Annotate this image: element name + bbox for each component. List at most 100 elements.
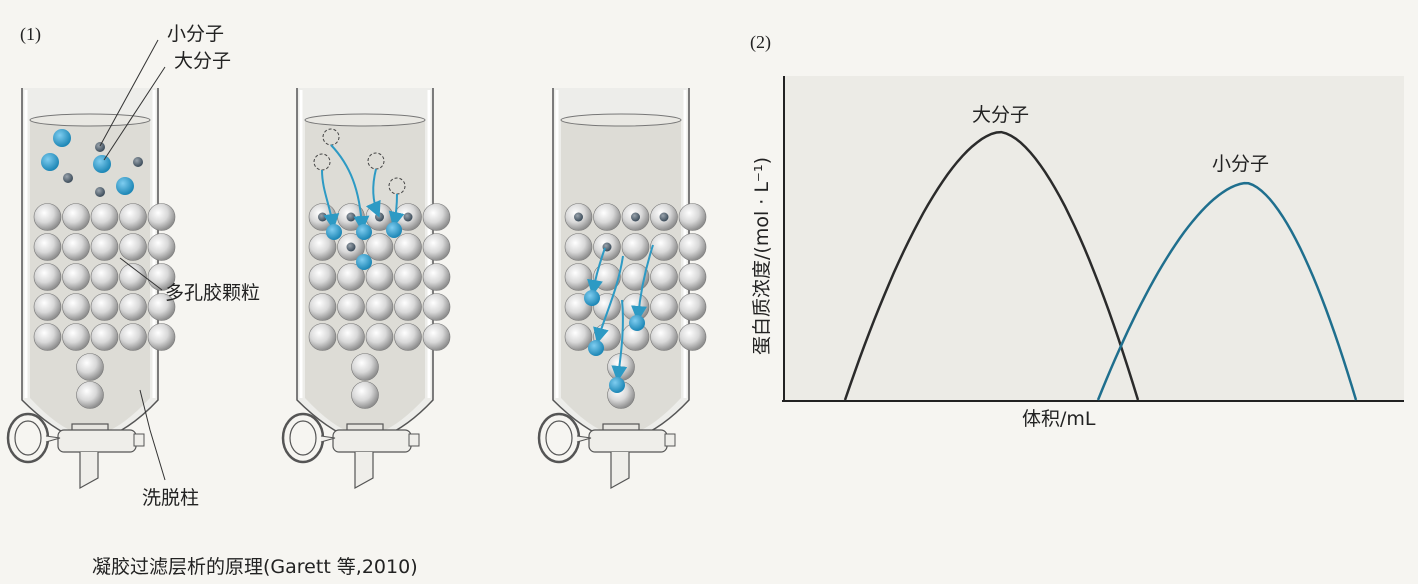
- gel-bead: [365, 323, 394, 351]
- trapped-small-molecule: [346, 212, 356, 222]
- small-molecule: [95, 187, 105, 197]
- large-molecule: [609, 377, 625, 393]
- column-label: 洗脱柱: [142, 487, 199, 509]
- gel-bead: [422, 293, 451, 321]
- panel-2-label: (2): [750, 32, 771, 53]
- path-arrow: [365, 168, 381, 218]
- gel-bead: [308, 263, 337, 291]
- gel-bead: [422, 203, 451, 231]
- gel-bead-leader: [119, 257, 163, 291]
- gel-bead: [564, 233, 593, 261]
- large-molecule: [326, 224, 342, 240]
- column-2: [281, 88, 451, 490]
- gel-bead: [394, 293, 422, 321]
- gel-bead: [147, 263, 176, 291]
- gel-bead: [337, 323, 365, 351]
- outlet-tip: [354, 452, 374, 490]
- gel-bead: [394, 233, 422, 261]
- outlet-tip: [79, 452, 99, 490]
- gel-bead: [365, 293, 394, 321]
- gel-bead: [678, 233, 707, 261]
- stopcock-cap: [664, 433, 676, 447]
- trapped-small-molecule: [346, 242, 356, 252]
- gel-bead: [351, 381, 379, 409]
- gel-bead: [119, 323, 147, 351]
- gel-bead: [650, 233, 678, 261]
- trapped-small-molecule: [375, 212, 384, 222]
- large-molecule-leader: [103, 66, 166, 161]
- peak-label-large: 大分子: [972, 104, 1029, 126]
- large-molecule: [93, 155, 111, 173]
- trapped-small-molecule: [403, 212, 413, 222]
- large-molecule: [116, 177, 134, 195]
- buffer-liquid: [30, 116, 150, 434]
- gel-bead: [62, 203, 90, 231]
- gel-bead: [33, 233, 62, 261]
- gel-bead: [650, 323, 678, 351]
- gel-bead: [422, 233, 451, 261]
- gel-bead: [678, 323, 707, 351]
- gel-bead: [62, 323, 90, 351]
- gel-bead: [33, 263, 62, 291]
- stopcock-handle-inner: [545, 420, 573, 456]
- gel-bead-label: 多孔胶颗粒: [165, 282, 260, 304]
- gel-bead: [394, 263, 422, 291]
- path-arrow: [388, 193, 405, 228]
- stopcock-handle-inner: [14, 420, 42, 456]
- gel-bead: [365, 263, 394, 291]
- liquid-surface: [560, 113, 682, 127]
- liquid-surface: [304, 113, 426, 127]
- gel-bead: [119, 263, 147, 291]
- stopcock-stem: [576, 435, 592, 443]
- gel-bead: [337, 263, 365, 291]
- small-molecule: [95, 142, 105, 152]
- gel-bead: [621, 233, 650, 261]
- gel-bead: [62, 293, 90, 321]
- path-arrow: [330, 144, 370, 232]
- large-molecule: [356, 254, 372, 270]
- path-arrow: [593, 255, 624, 344]
- gel-bead: [564, 263, 593, 291]
- trapped-small-molecule: [631, 212, 640, 222]
- path-arrow: [611, 299, 628, 382]
- outlet-tip: [610, 452, 630, 490]
- gel-bead: [90, 263, 119, 291]
- gel-bead: [33, 323, 62, 351]
- large-molecule: [53, 129, 71, 147]
- gel-bead: [147, 233, 176, 261]
- stopcock-stem: [320, 435, 336, 443]
- gel-bead: [62, 263, 90, 291]
- gel-bead: [650, 293, 678, 321]
- path-arrow: [321, 169, 340, 230]
- gel-bead: [308, 323, 337, 351]
- stopcock-cap: [133, 433, 145, 447]
- stopcock-body: [57, 429, 137, 453]
- gel-bead: [678, 203, 707, 231]
- gel-bead: [650, 263, 678, 291]
- column-1-molecules: [41, 129, 143, 197]
- gel-bead: [76, 381, 104, 409]
- stopcock-cap: [408, 433, 420, 447]
- panel-1-label: (1): [20, 24, 41, 45]
- trapped-small-molecule: [659, 212, 669, 222]
- gel-bead: [593, 203, 621, 231]
- trapped-small-molecule: [318, 212, 327, 222]
- column-3-molecules: [584, 244, 654, 393]
- large-molecule-label: 大分子: [174, 50, 231, 72]
- gel-bead: [62, 233, 90, 261]
- small-molecule-leader: [99, 39, 159, 147]
- gel-bead: [33, 203, 62, 231]
- column-2-molecules: [313, 128, 406, 270]
- gel-bead: [394, 323, 422, 351]
- gel-bead: [90, 203, 119, 231]
- peak-label-small: 小分子: [1212, 153, 1269, 175]
- concentration-chart: 大分子 小分子 体积/mL 蛋白质浓度/(mol · L⁻¹): [751, 76, 1404, 430]
- gel-bead: [119, 233, 147, 261]
- y-axis-label: 蛋白质浓度/(mol · L⁻¹): [751, 157, 773, 355]
- gel-bead: [351, 353, 379, 381]
- gel-bead: [564, 323, 593, 351]
- stopcock-body: [588, 429, 668, 453]
- large-molecule: [386, 222, 402, 238]
- gel-bead: [365, 233, 394, 261]
